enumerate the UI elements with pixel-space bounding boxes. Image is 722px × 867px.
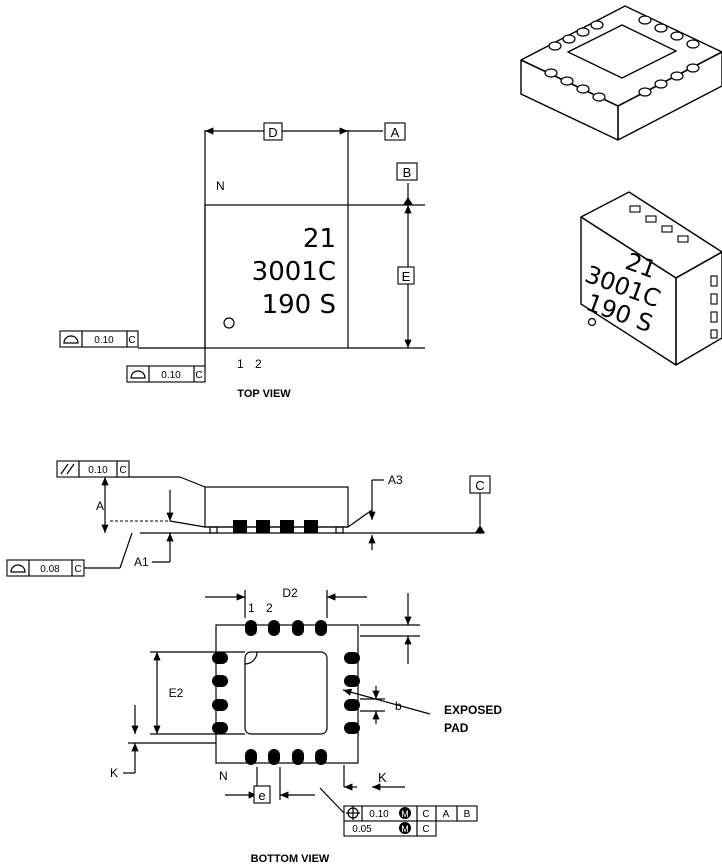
top-marking-line1: 21: [303, 224, 336, 254]
dim-b-label: b: [395, 699, 402, 713]
flatness-symbol-icon: [63, 335, 79, 344]
exposed-pad: [244, 651, 328, 735]
svg-text:0.10: 0.10: [94, 335, 114, 346]
datum-a-label: A: [391, 125, 400, 140]
exposed-pad-label-2: PAD: [444, 721, 469, 735]
svg-text:0.05: 0.05: [352, 824, 372, 835]
top-pin-count-n: N: [216, 179, 225, 193]
dim-a3-label: A3: [388, 473, 403, 487]
coplanarity-frame: [6, 559, 85, 577]
dim-k-right-label: K: [378, 770, 387, 785]
top-view: D A E B N 21 3001C 190 S 1 2 TOP VIEW 0.…: [59, 122, 425, 400]
svg-text:M: M: [401, 809, 409, 819]
datum-b-label: B: [403, 165, 412, 180]
top-pin2-label: 2: [255, 357, 262, 371]
bottom-pin2-label: 2: [266, 601, 273, 615]
svg-text:C: C: [128, 335, 135, 346]
svg-text:0.10: 0.10: [161, 370, 181, 381]
dim-e-label: E: [402, 269, 411, 284]
dim-a1-label: A1: [134, 555, 149, 569]
bottom-pin-count-n: N: [219, 769, 228, 783]
parallelism-frame: [56, 460, 130, 478]
dim-d-label: D: [268, 125, 277, 140]
dim-e2-label: E2: [169, 686, 184, 700]
svg-text:C: C: [74, 564, 81, 575]
svg-text:B: B: [464, 809, 471, 820]
top-marking-line2: 3001C: [252, 257, 336, 287]
dim-e-pitch-label: e: [258, 788, 265, 803]
top-view-title: TOP VIEW: [237, 388, 291, 400]
bottom-view: D2 1 2 E2 b K K N: [110, 586, 502, 865]
exposed-pad-label-1: EXPOSED: [444, 703, 502, 717]
svg-text:0.10: 0.10: [88, 465, 108, 476]
side-view: A A1 0.10 C 0.08 C A3 C: [6, 460, 491, 577]
mmc-icon: [399, 807, 411, 819]
flatness-symbol-icon: [130, 370, 146, 379]
flatness-symbol-icon: [10, 564, 26, 573]
position-frame-2: [343, 820, 437, 837]
top-pin1-label: 1: [237, 357, 244, 371]
datum-b-box: [396, 162, 418, 181]
svg-text:C: C: [475, 478, 484, 493]
dim-k-left-label: K: [110, 766, 118, 780]
svg-text:0.10: 0.10: [369, 809, 389, 820]
dim-d2-label: D2: [282, 586, 298, 600]
iso-view-bottom: [520, 5, 722, 141]
pin1-dot: [223, 317, 235, 329]
svg-text:C: C: [422, 824, 429, 835]
bottom-view-title: BOTTOM VIEW: [251, 853, 330, 865]
flatness-frame-2: [126, 365, 206, 383]
iso-view-top: 21 3001C 190 S: [580, 191, 722, 366]
datum-a-box: [384, 122, 406, 141]
bottom-pin1-label: 1: [248, 601, 255, 615]
svg-text:C: C: [195, 370, 202, 381]
svg-text:0.08: 0.08: [40, 564, 60, 575]
dim-a-label: A: [96, 499, 104, 513]
svg-text:M: M: [401, 824, 409, 834]
side-body-outline: [204, 486, 349, 528]
flatness-frame-1: [59, 330, 139, 348]
svg-text:A: A: [443, 809, 450, 820]
svg-text:C: C: [119, 465, 126, 476]
bottom-body-outline: [215, 624, 359, 764]
svg-text:C: C: [422, 809, 429, 820]
top-marking-line3: 190 S: [262, 290, 336, 320]
